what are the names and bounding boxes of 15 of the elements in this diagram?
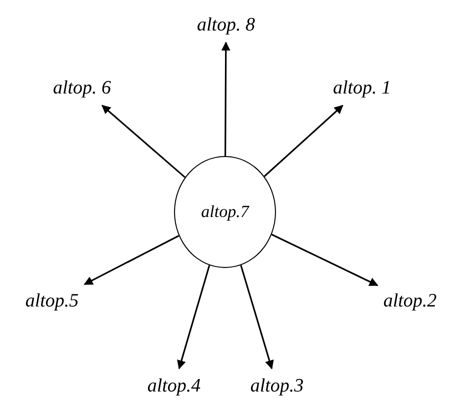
arrow [271, 234, 378, 286]
arrow [177, 265, 210, 370]
arrow [264, 104, 344, 177]
node-label: altop.3 [244, 368, 310, 401]
node-label: altop. 6 [46, 70, 118, 106]
node-label: altop.4 [141, 368, 207, 401]
node-label: altop.2 [377, 284, 443, 318]
arrow [84, 235, 180, 285]
arrow [240, 264, 274, 370]
node-label: altop. 8 [190, 8, 262, 42]
node-label: altop.5 [19, 284, 85, 318]
node-text: altop.7 [201, 201, 249, 224]
arrow [221, 42, 230, 156]
node-label: altop. 1 [326, 70, 398, 106]
arrow [102, 104, 186, 178]
